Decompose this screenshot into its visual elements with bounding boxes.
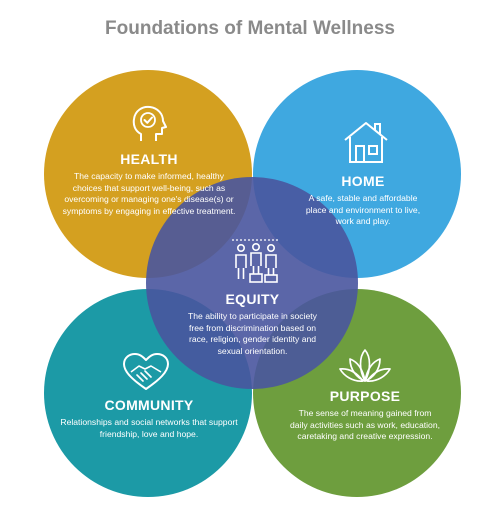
- purpose-description: The sense of meaning gained from daily a…: [290, 408, 440, 441]
- lotus-icon: [339, 349, 391, 382]
- house-icon: [344, 122, 388, 163]
- purpose-label: PURPOSE The sense of meaning gained from…: [290, 388, 440, 443]
- health-label: HEALTH The capacity to make informed, he…: [60, 151, 238, 217]
- home-label: HOME A safe, stable and affordable place…: [300, 173, 426, 228]
- home-heading: HOME: [341, 173, 385, 189]
- equity-heading: EQUITY: [225, 291, 280, 307]
- equity-circle: [146, 177, 358, 389]
- community-description: Relationships and social networks that s…: [60, 417, 238, 439]
- equity-description: The ability to participate in society fr…: [188, 311, 317, 356]
- community-heading: COMMUNITY: [104, 397, 194, 413]
- diagram-title: Foundations of Mental Wellness: [105, 18, 395, 39]
- purpose-heading: PURPOSE: [329, 388, 401, 404]
- health-description: The capacity to make informed, healthy c…: [62, 171, 236, 216]
- equity-label: EQUITY The ability to participate in soc…: [180, 291, 325, 357]
- heart-handshake-icon: [123, 353, 169, 390]
- health-heading: HEALTH: [120, 151, 178, 167]
- home-description: A safe, stable and affordable place and …: [305, 193, 421, 226]
- community-label: COMMUNITY Relationships and social netwo…: [60, 397, 238, 440]
- head-with-check-icon: [132, 105, 167, 141]
- people-on-podiums-icon: [232, 239, 280, 283]
